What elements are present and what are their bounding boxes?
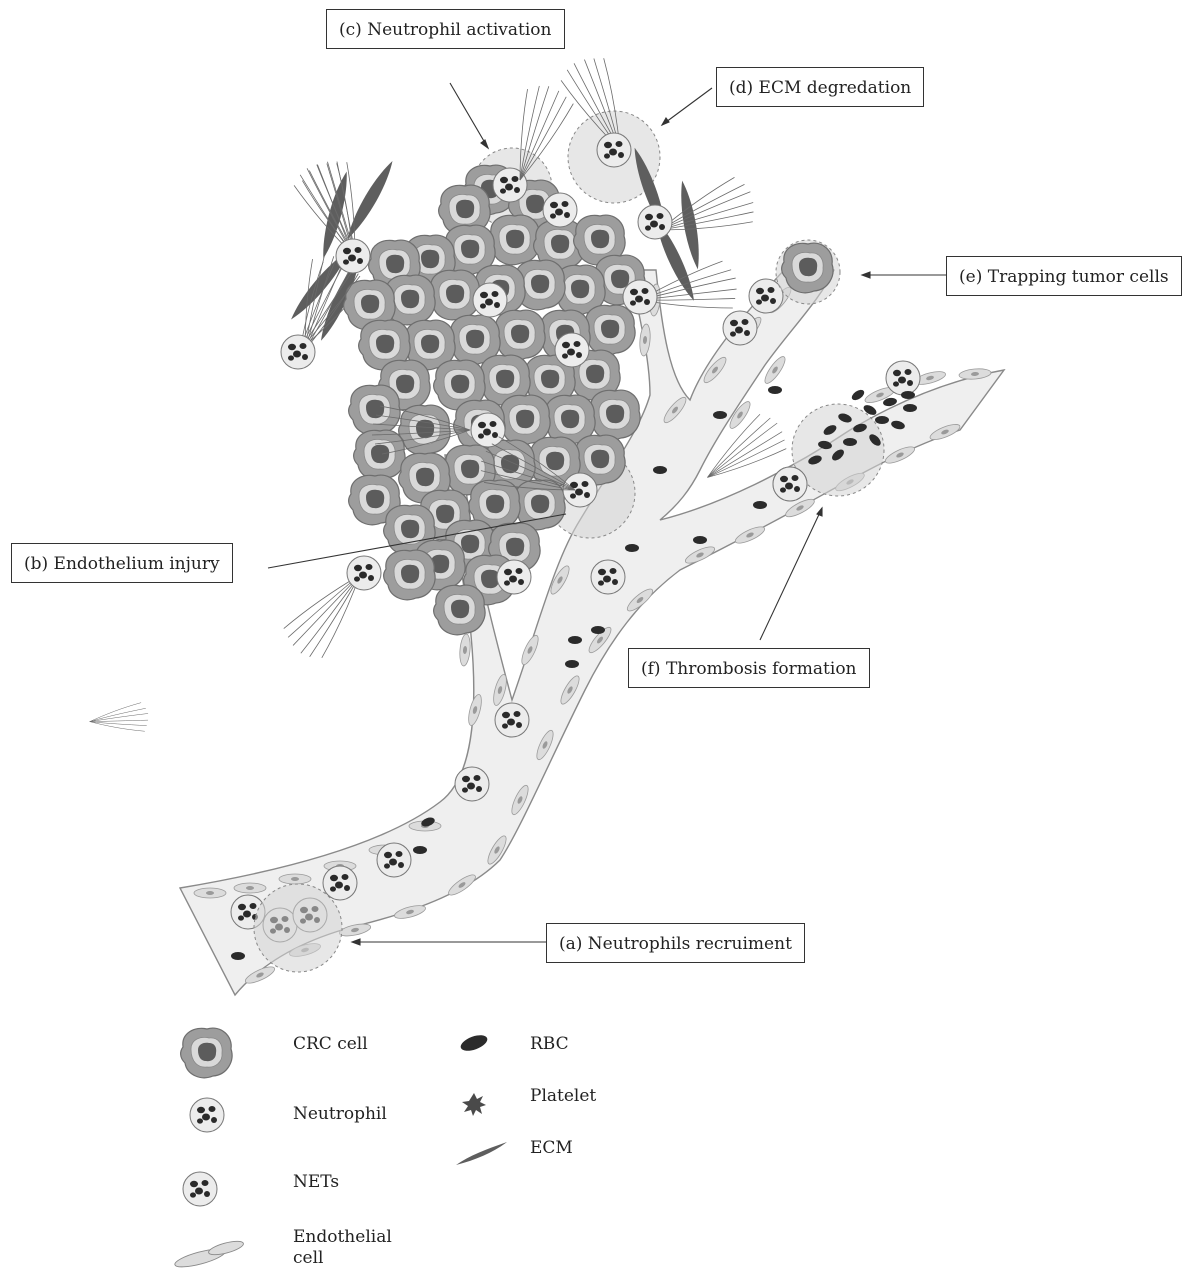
label-ecm-degradation: (d) ECM degredation <box>716 67 924 107</box>
legend-neutrophil-icon <box>190 1098 224 1132</box>
label-neutrophils-recruitment: (a) Neutrophils recruiment <box>546 923 805 963</box>
label-neutrophil-activation: (c) Neutrophil activation <box>326 9 565 49</box>
legend-label-crc-cell: CRC cell <box>293 1033 368 1055</box>
label-trapping-tumor-cells: (e) Trapping tumor cells <box>946 256 1182 296</box>
legend-nets-icon <box>183 1172 217 1206</box>
legend-rbc-icon <box>459 1032 490 1054</box>
legend-platelet-icon <box>462 1093 486 1116</box>
label-thrombosis-formation: (f) Thrombosis formation <box>628 648 870 688</box>
label-endothelium-injury: (b) Endothelium injury <box>11 543 233 583</box>
legend-label-endothelial-cell: cell <box>293 1247 323 1269</box>
legend-label-rbc: RBC <box>530 1033 569 1055</box>
legend-endothelial-icon <box>173 1239 244 1269</box>
legend-label-platelet: Platelet <box>530 1085 596 1107</box>
legend-label-nets: NETs <box>293 1171 339 1193</box>
legend-label-ecm: ECM <box>530 1137 573 1159</box>
legend-crc-icon <box>181 1028 232 1078</box>
legend-ecm-icon <box>456 1142 507 1165</box>
legend-label-neutrophil: Neutrophil <box>293 1103 387 1125</box>
legend-label-endothelial: Endothelial <box>293 1226 392 1248</box>
